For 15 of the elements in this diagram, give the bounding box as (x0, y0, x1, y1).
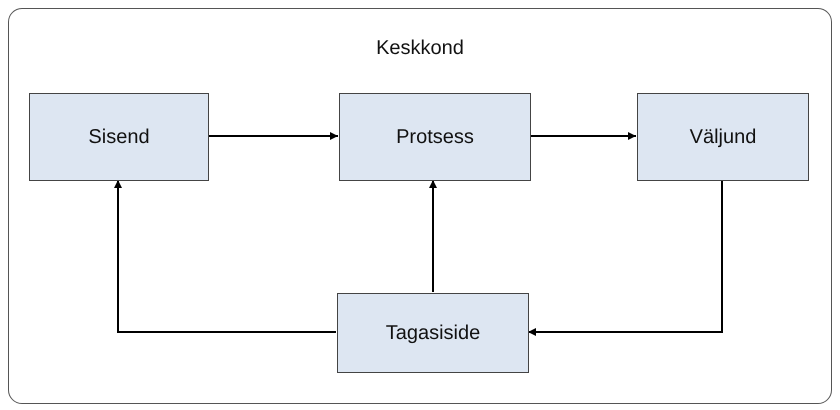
arrow (208, 132, 338, 140)
box-label: Väljund (690, 126, 756, 148)
arrow (428, 180, 436, 292)
process-box (337, 293, 529, 373)
box-label: Protsess (396, 126, 474, 148)
arrow (528, 180, 722, 336)
process-box (339, 93, 531, 181)
process-box (637, 93, 809, 181)
process-box (29, 93, 209, 181)
box-label: Sisend (88, 126, 150, 148)
frame-heading: Keskkond (376, 37, 464, 60)
arrow (114, 180, 336, 332)
arrow (530, 132, 636, 140)
box-label: Tagasiside (386, 322, 480, 344)
environment-frame (8, 8, 832, 404)
